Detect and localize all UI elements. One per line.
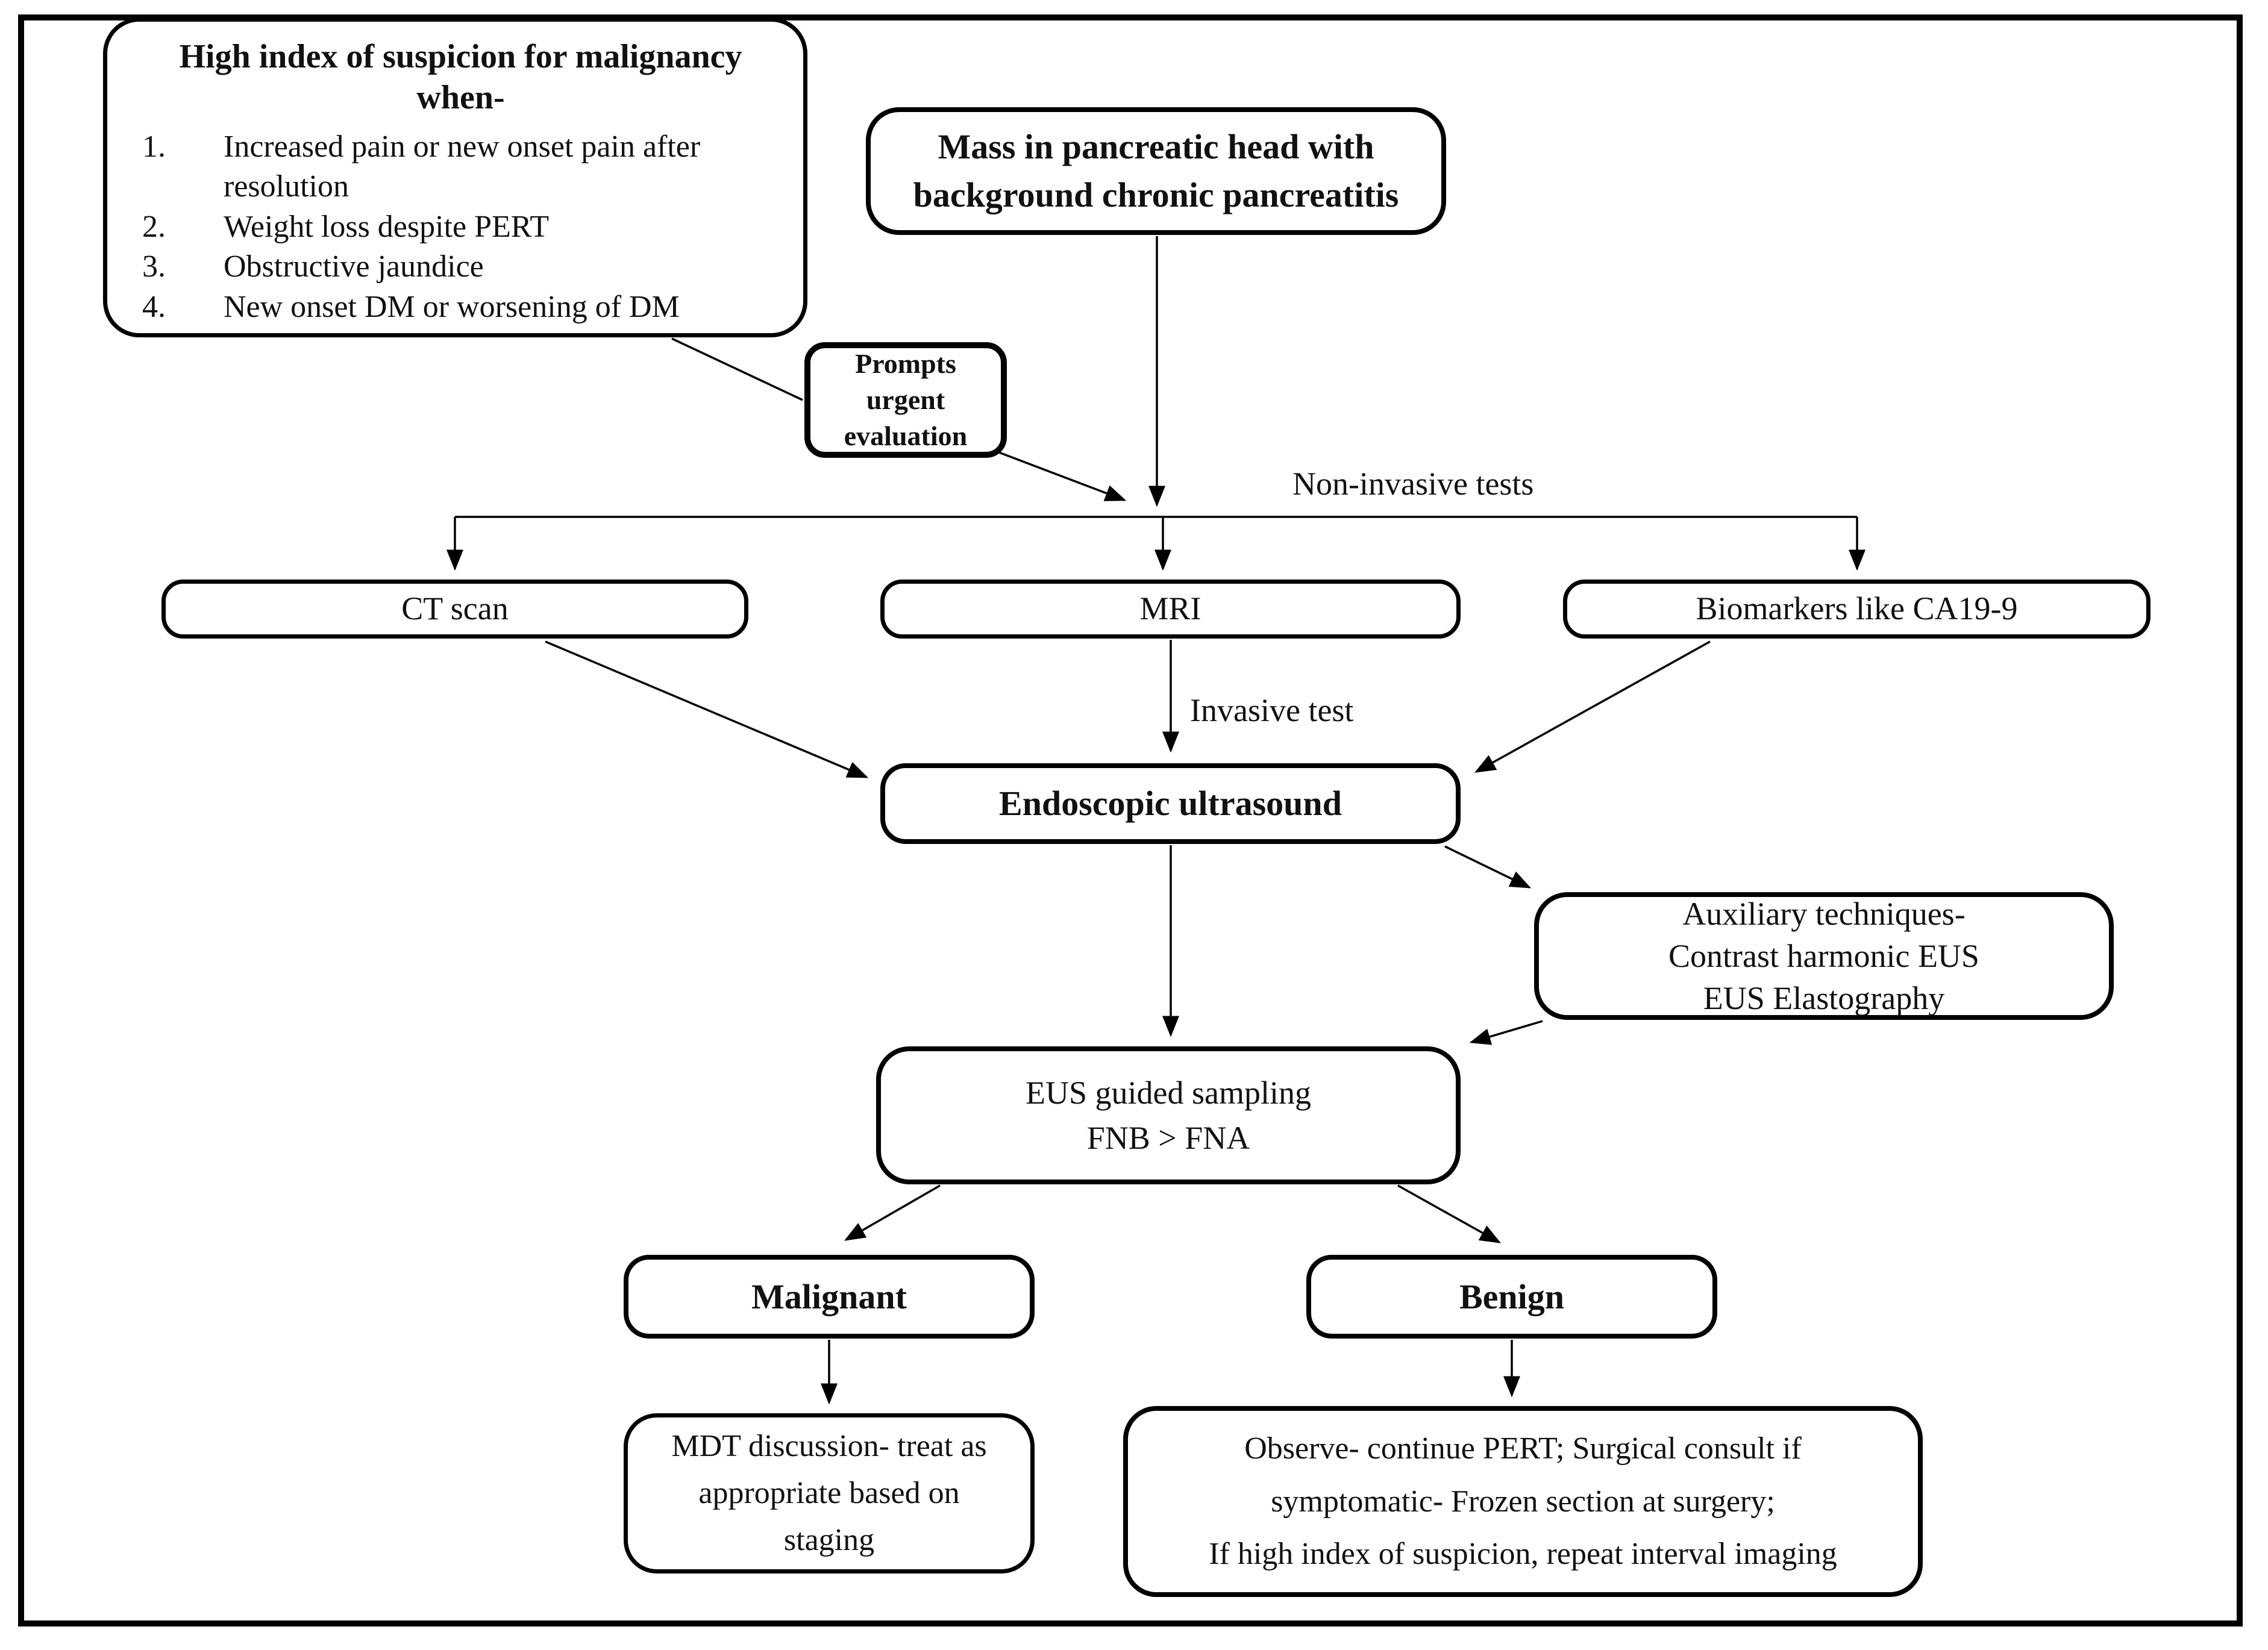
list-item: 2. Weight loss despite PERT bbox=[142, 207, 779, 248]
node-malignant: Malignant bbox=[624, 1255, 1035, 1339]
malignant-label: Malignant bbox=[751, 1277, 907, 1316]
observe-line2: symptomatic- Frozen section at surgery; bbox=[1271, 1484, 1775, 1519]
eus-label: Endoscopic ultrasound bbox=[999, 784, 1342, 823]
mass-line1: Mass in pancreatic head with bbox=[938, 127, 1374, 166]
list-item-number: 2. bbox=[142, 209, 166, 244]
node-ct-scan: CT scan bbox=[161, 580, 748, 639]
node-high-index-suspicion: High index of suspicion for malignancy w… bbox=[103, 17, 807, 337]
auxiliary-line3: EUS Elastography bbox=[1703, 980, 1945, 1017]
label-invasive-test: Invasive test bbox=[1190, 692, 1354, 728]
node-auxiliary-techniques: Auxiliary techniques- Contrast harmonic … bbox=[1534, 892, 2114, 1020]
node-mdt-discussion: MDT discussion- treat as appropriate bas… bbox=[624, 1413, 1035, 1573]
list-item-text: New onset DM or worsening of DM bbox=[224, 289, 680, 324]
node-prompts-urgent-evaluation: Prompts urgent evaluation bbox=[804, 342, 1007, 458]
ct-label: CT scan bbox=[401, 590, 509, 627]
mdt-line2: appropriate based on bbox=[698, 1476, 960, 1510]
mdt-line1: MDT discussion- treat as bbox=[671, 1429, 987, 1463]
suspicion-list: 1. Increased pain or new onset pain afte… bbox=[142, 127, 779, 328]
arrow-ct-to-eus bbox=[545, 640, 869, 778]
arrow-eus-to-auxiliary bbox=[1444, 845, 1532, 889]
arrow-sampling-to-benign bbox=[1397, 1184, 1502, 1243]
mdt-line3: staging bbox=[783, 1523, 875, 1557]
node-eus-guided-sampling: EUS guided sampling FNB > FNA bbox=[876, 1046, 1461, 1184]
list-item-text: Weight loss despite PERT bbox=[224, 209, 550, 244]
sampling-line2: FNB > FNA bbox=[1086, 1119, 1250, 1156]
node-mass-pancreatic-head: Mass in pancreatic head with background … bbox=[866, 107, 1446, 235]
node-biomarkers-ca19-9: Biomarkers like CA19-9 bbox=[1563, 580, 2151, 639]
arrow-auxiliary-to-sampling bbox=[1469, 1020, 1543, 1045]
list-item: 4. New onset DM or worsening of DM bbox=[142, 287, 779, 328]
list-item-number: 3. bbox=[142, 249, 166, 284]
biomarkers-label: Biomarkers like CA19-9 bbox=[1696, 590, 2018, 627]
list-item-number: 4. bbox=[142, 289, 166, 324]
node-mri: MRI bbox=[880, 580, 1461, 639]
prompts-line2: urgent bbox=[866, 384, 945, 416]
list-item-text: Obstructive jaundice bbox=[224, 249, 484, 284]
sampling-line1: EUS guided sampling bbox=[1026, 1074, 1311, 1111]
observe-line1: Observe- continue PERT; Surgical consult… bbox=[1244, 1431, 1802, 1466]
observe-line3: If high index of suspicion, repeat inter… bbox=[1209, 1537, 1837, 1572]
list-item-text: Increased pain or new onset pain after r… bbox=[224, 129, 701, 204]
line-suspicion-to-prompts bbox=[671, 337, 803, 401]
arrow-prompts-to-junction bbox=[994, 449, 1127, 501]
prompts-line1: Prompts bbox=[855, 348, 956, 380]
auxiliary-line2: Contrast harmonic EUS bbox=[1668, 937, 1979, 974]
list-item: 1. Increased pain or new onset pain afte… bbox=[142, 127, 779, 207]
arrow-sampling-to-malignant bbox=[844, 1184, 941, 1241]
prompts-line3: evaluation bbox=[844, 420, 968, 451]
benign-label: Benign bbox=[1459, 1277, 1565, 1316]
node-endoscopic-ultrasound: Endoscopic ultrasound bbox=[880, 763, 1461, 844]
arrow-biomarkers-to-eus bbox=[1474, 640, 1711, 773]
suspicion-title-line2: when- bbox=[416, 79, 505, 117]
node-observe-continue-pert: Observe- continue PERT; Surgical consult… bbox=[1123, 1406, 1923, 1597]
list-item-number: 1. bbox=[142, 129, 166, 164]
mass-line2: background chronic pancreatitis bbox=[913, 175, 1399, 214]
outer-frame bbox=[18, 14, 2243, 1627]
node-benign: Benign bbox=[1306, 1255, 1717, 1339]
mri-label: MRI bbox=[1139, 590, 1201, 627]
auxiliary-line1: Auxiliary techniques- bbox=[1682, 895, 1966, 932]
label-non-invasive-tests: Non-invasive tests bbox=[1292, 466, 1534, 502]
suspicion-title-line1: High index of suspicion for malignancy bbox=[179, 38, 742, 75]
list-item: 3. Obstructive jaundice bbox=[142, 247, 779, 287]
